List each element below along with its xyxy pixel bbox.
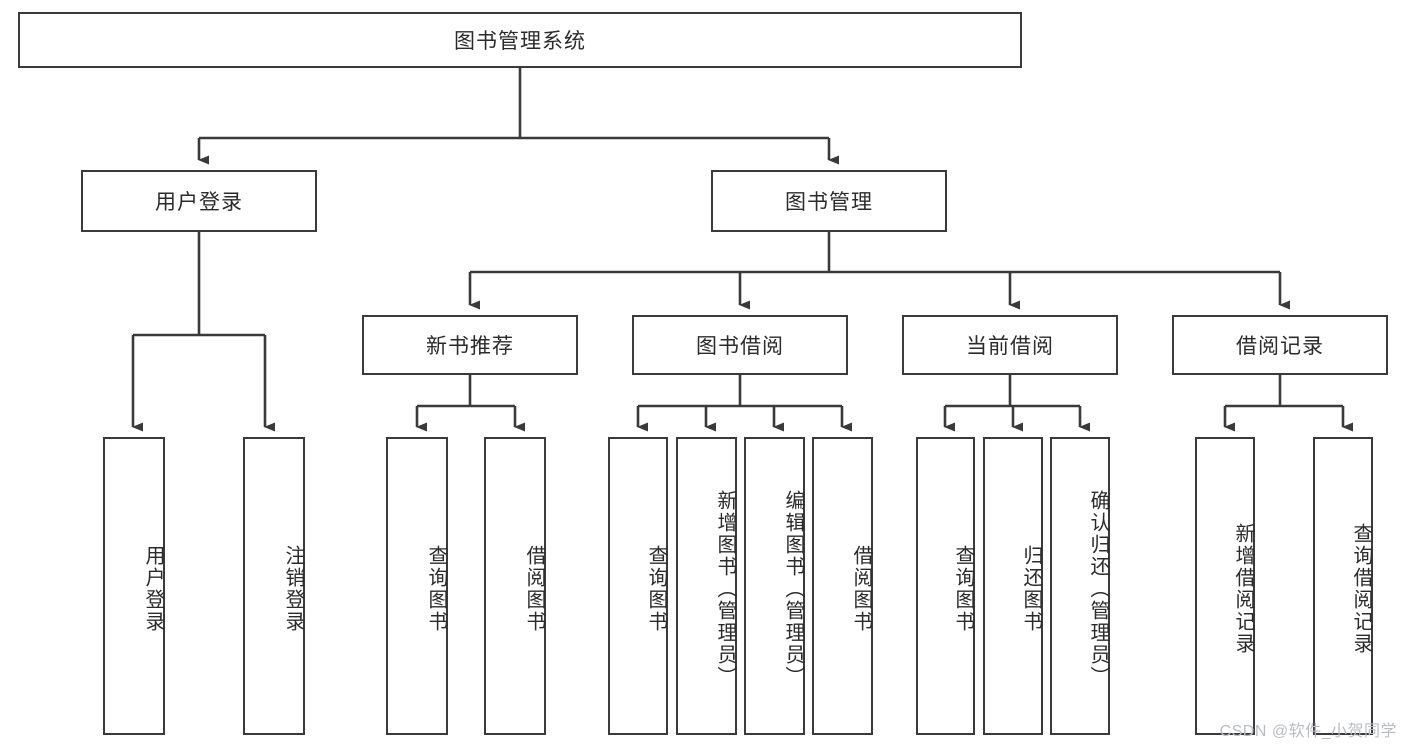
- leaf-add-book-label: 新增图书（管理员）: [714, 490, 736, 688]
- leaf-query-book-bor-label: 查询图书: [645, 545, 667, 633]
- node-user-login-label: 用户登录: [155, 191, 243, 214]
- node-current-borrow-label: 当前借阅: [966, 335, 1054, 358]
- leaf-return-book[interactable]: 归还图书: [983, 437, 1043, 735]
- node-new-book-recommend-label: 新书推荐: [426, 335, 514, 358]
- leaf-query-book-rec-label: 查询图书: [425, 545, 447, 633]
- leaf-user-logout[interactable]: 注销登录: [243, 437, 305, 735]
- leaf-borrow-book-rec-label: 借阅图书: [523, 545, 545, 633]
- leaf-add-book[interactable]: 新增图书（管理员）: [676, 437, 737, 735]
- node-book-borrow[interactable]: 图书借阅: [632, 315, 848, 375]
- leaf-return-book-label: 归还图书: [1020, 545, 1042, 633]
- leaf-edit-book-label: 编辑图书（管理员）: [782, 490, 804, 688]
- node-current-borrow[interactable]: 当前借阅: [902, 315, 1118, 375]
- node-book-borrow-label: 图书借阅: [696, 335, 784, 358]
- leaf-add-record-label: 新增借阅记录: [1232, 523, 1254, 655]
- leaf-borrow-book-bor[interactable]: 借阅图书: [812, 437, 873, 735]
- node-book-manage-label: 图书管理: [785, 191, 873, 214]
- node-new-book-recommend[interactable]: 新书推荐: [362, 315, 578, 375]
- node-root[interactable]: 图书管理系统: [18, 12, 1022, 68]
- leaf-query-book-cur[interactable]: 查询图书: [916, 437, 975, 735]
- node-borrow-record[interactable]: 借阅记录: [1172, 315, 1388, 375]
- leaf-user-logout-label: 注销登录: [282, 545, 304, 633]
- leaf-query-book-cur-label: 查询图书: [952, 545, 974, 633]
- leaf-user-login[interactable]: 用户登录: [103, 437, 165, 735]
- leaf-query-book-rec[interactable]: 查询图书: [386, 437, 448, 735]
- leaf-add-record[interactable]: 新增借阅记录: [1195, 437, 1255, 735]
- node-book-manage[interactable]: 图书管理: [711, 170, 947, 232]
- leaf-edit-book[interactable]: 编辑图书（管理员）: [744, 437, 805, 735]
- leaf-borrow-book-bor-label: 借阅图书: [850, 545, 872, 633]
- leaf-user-login-label: 用户登录: [142, 545, 164, 633]
- leaf-confirm-return[interactable]: 确认归还（管理员）: [1050, 437, 1110, 735]
- node-borrow-record-label: 借阅记录: [1236, 335, 1324, 358]
- leaf-query-book-bor[interactable]: 查询图书: [608, 437, 668, 735]
- node-user-login[interactable]: 用户登录: [81, 170, 317, 232]
- leaf-query-record[interactable]: 查询借阅记录: [1313, 437, 1373, 735]
- node-root-label: 图书管理系统: [454, 30, 586, 53]
- csdn-watermark: CSDN @软件_小贺同学: [1219, 723, 1397, 740]
- leaf-query-record-label: 查询借阅记录: [1350, 523, 1372, 655]
- leaf-borrow-book-rec[interactable]: 借阅图书: [484, 437, 546, 735]
- leaf-confirm-return-label: 确认归还（管理员）: [1087, 490, 1109, 688]
